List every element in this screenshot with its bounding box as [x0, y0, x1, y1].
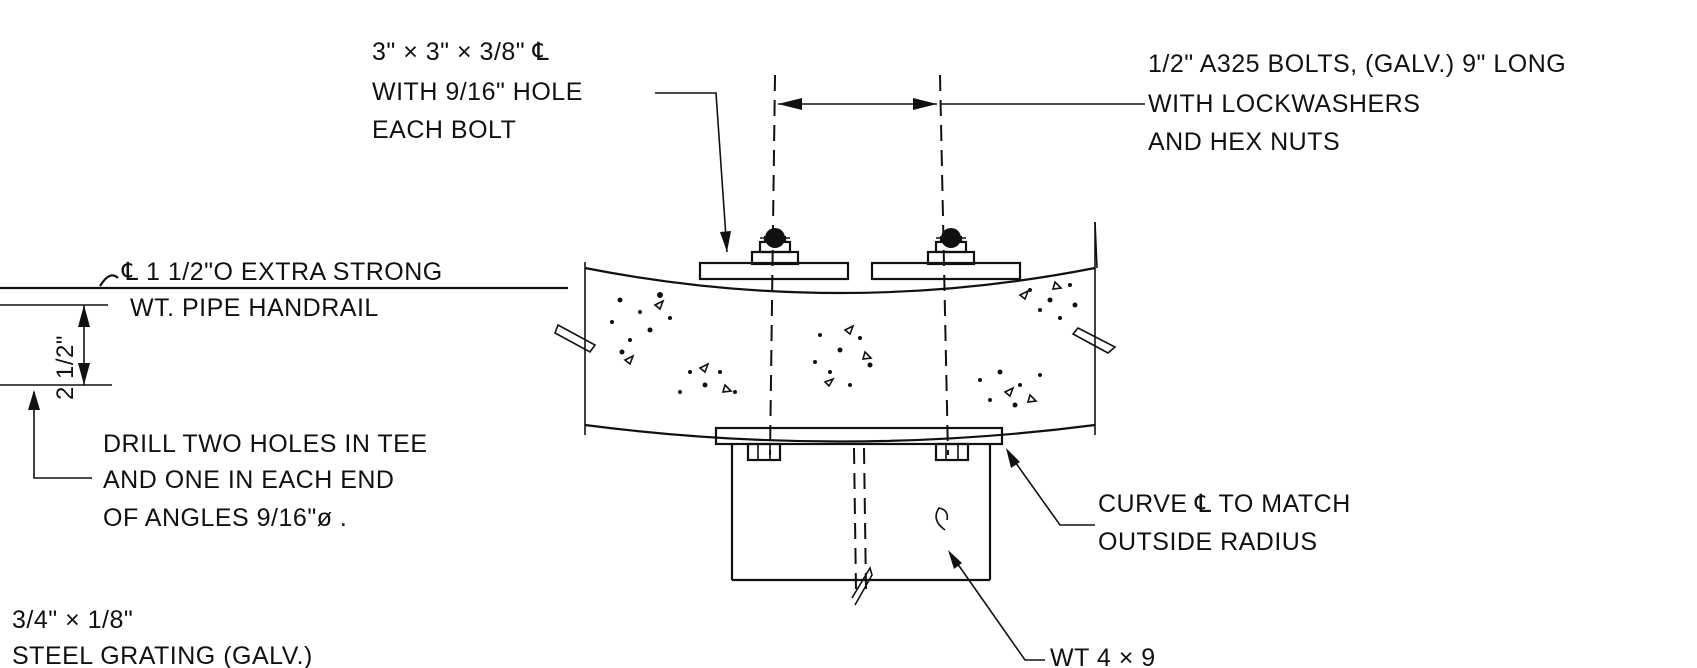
- plate-note-line1: 3" × 3" × 3/8" ℄: [372, 38, 549, 66]
- bolt-spacing-dimension: [778, 98, 937, 110]
- bolt-left-shank: [769, 74, 776, 456]
- dimension-text: 2 1/2": [52, 335, 79, 400]
- tee-note-line1: WT 4 × 9: [1050, 644, 1156, 668]
- concrete-slab: [554, 221, 1117, 443]
- handrail-note: ℄ 1 1/2"O EXTRA STRONG WT. PIPE HANDRAIL: [121, 258, 443, 322]
- bottom-nuts: [746, 442, 970, 462]
- top-plates: [698, 261, 1022, 281]
- curve-note-line2: OUTSIDE RADIUS: [1098, 528, 1318, 556]
- bolt-right: [926, 228, 976, 266]
- handrail-note-line2: WT. PIPE HANDRAIL: [130, 294, 379, 322]
- drill-note-line2: AND ONE IN EACH END: [103, 466, 394, 494]
- bolt-left: [750, 228, 800, 266]
- bolts-note-line3: AND HEX NUTS: [1148, 128, 1340, 156]
- bolts-note: 1/2" A325 BOLTS, (GALV.) 9" LONG WITH LO…: [1148, 50, 1566, 156]
- plate-note-line3: EACH BOLT: [372, 116, 516, 144]
- plate-note: 3" × 3" × 3/8" ℄ WITH 9/16" HOLE EACH BO…: [372, 38, 583, 144]
- tee-note: WT 4 × 9: [1050, 644, 1156, 668]
- bolts-note-line1: 1/2" A325 BOLTS, (GALV.) 9" LONG: [1148, 50, 1566, 78]
- grating-note-line2: STEEL GRATING (GALV.): [12, 642, 313, 668]
- handrail-note-line1: ℄ 1 1/2"O EXTRA STRONG: [121, 258, 443, 286]
- bolts-note-line2: WITH LOCKWASHERS: [1148, 90, 1420, 118]
- vertical-dimension: 2 1/2": [0, 304, 112, 400]
- grating-note: 3/4" × 1/8" STEEL GRATING (GALV.): [12, 606, 313, 668]
- curve-note: CURVE ℄ TO MATCH OUTSIDE RADIUS: [1098, 490, 1351, 556]
- leaders: [28, 92, 1145, 661]
- wt-tee: [730, 444, 992, 606]
- bottom-plate: [714, 426, 1004, 446]
- plate-note-line2: WITH 9/16" HOLE: [372, 78, 583, 106]
- drill-note-line1: DRILL TWO HOLES IN TEE: [103, 430, 428, 458]
- concrete-aggregate: [610, 280, 1078, 408]
- curve-note-line1: CURVE ℄ TO MATCH: [1098, 490, 1351, 518]
- bolt-right-shank: [939, 74, 949, 456]
- drill-note: DRILL TWO HOLES IN TEE AND ONE IN EACH E…: [103, 430, 428, 532]
- grating-note-line1: 3/4" × 1/8": [12, 606, 133, 634]
- handrail-centerline: [0, 274, 568, 290]
- drill-note-line3: OF ANGLES 9/16"ø .: [103, 504, 347, 532]
